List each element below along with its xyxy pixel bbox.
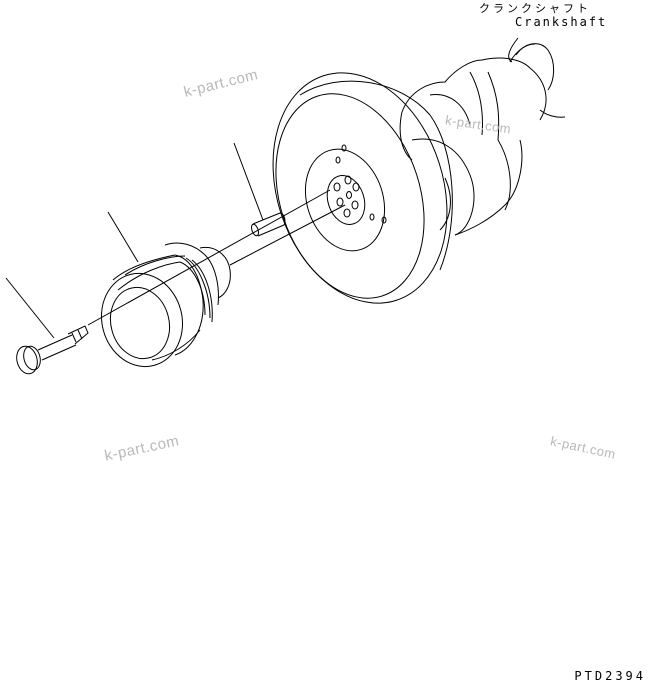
drawing-number: PTD2394 (574, 669, 646, 683)
crankshaft-label-jp: クランクシャフト (479, 2, 591, 15)
crankshaft-part (399, 43, 566, 236)
pulley-part (100, 242, 231, 368)
pin-part (233, 142, 286, 237)
crankshaft-leader-line (508, 37, 519, 63)
bolt-part (5, 277, 89, 375)
crankshaft-label-en: Crankshaft (515, 15, 608, 29)
damper-part (272, 72, 453, 304)
pulley-leader-line (107, 211, 139, 263)
assembly-axis (87, 189, 346, 326)
